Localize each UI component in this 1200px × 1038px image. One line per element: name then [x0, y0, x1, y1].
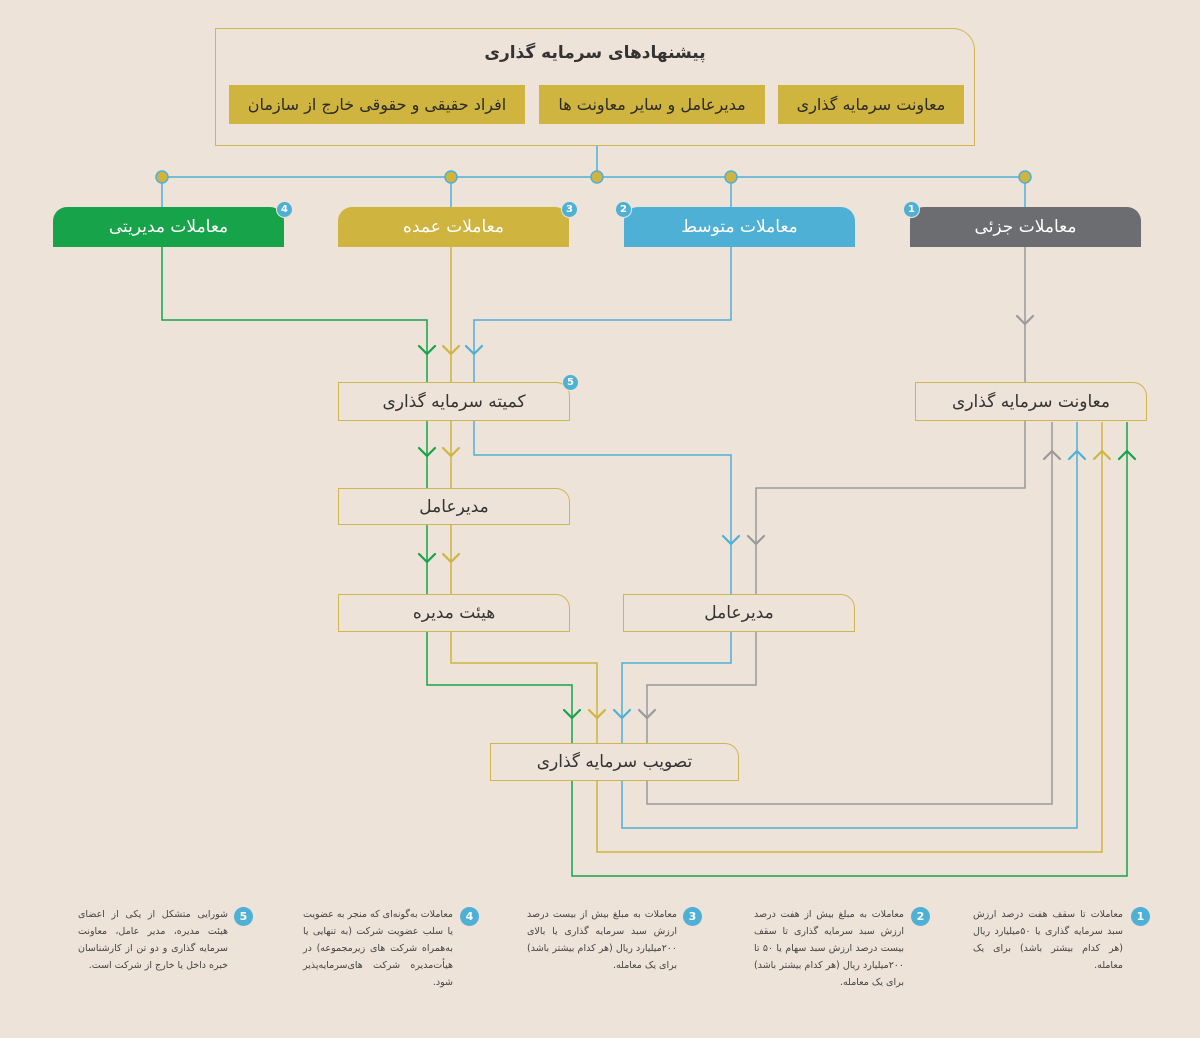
node-ceo-right: مدیرعامل [623, 594, 855, 632]
junction-dot [590, 170, 604, 184]
footnote-4: معاملات به‌گونه‌ای که منجر به عضویت یا س… [303, 909, 453, 988]
note-badge: 3 [683, 907, 702, 926]
node-ceo-left: مدیرعامل [338, 488, 570, 525]
node-label: معاونت سرمایه گذاری [952, 391, 1110, 412]
category-badge: 1 [903, 201, 920, 218]
proposals-header: پیشنهادهای سرمایه گذاری معاونت سرمایه گذ… [215, 28, 975, 146]
proposal-ceo-deputies: مدیرعامل و سایر معاونت ها [539, 85, 765, 124]
committee-badge: 5 [562, 374, 579, 391]
junction-dot [155, 170, 169, 184]
junction-dots [155, 170, 1032, 184]
category-badge: 2 [615, 201, 632, 218]
node-investment-deputy: معاونت سرمایه گذاری [915, 382, 1147, 421]
proposal-investment-deputy: معاونت سرمایه گذاری [778, 85, 964, 124]
footnote-3: معاملات به مبلغ بیش از بیست درصد ارزش سب… [527, 909, 677, 971]
note-badge: 5 [234, 907, 253, 926]
note-badge: 4 [460, 907, 479, 926]
footnote-1: معاملات تا سقف هفت درصد ارزش سبد سرمایه … [973, 909, 1123, 971]
category-managerial: معاملات مدیریتی [53, 207, 284, 247]
junction-dot [724, 170, 738, 184]
node-investment-approval: تصویب سرمایه گذاری [490, 743, 739, 781]
category-medium: معاملات متوسط [624, 207, 855, 247]
note-badge: 2 [911, 907, 930, 926]
category-badge: 3 [561, 201, 578, 218]
junction-dot [1018, 170, 1032, 184]
header-title: پیشنهادهای سرمایه گذاری [484, 43, 706, 63]
category-minor: معاملات جزئی [910, 207, 1141, 247]
category-major: معاملات عمده [338, 207, 569, 247]
node-investment-committee: کمیته سرمایه گذاری [338, 382, 570, 421]
junction-dot [444, 170, 458, 184]
node-label: مدیرعامل [419, 496, 489, 517]
node-label: کمیته سرمایه گذاری [382, 391, 526, 412]
node-label: تصویب سرمایه گذاری [536, 752, 693, 772]
note-badge: 1 [1131, 907, 1150, 926]
proposal-external-persons: افراد حقیقی و حقوقی خارج از سازمان [229, 85, 525, 124]
footnote-2: معاملات به مبلغ بیش از هفت درصد ارزش سبد… [754, 909, 905, 988]
footnote-5: شورایی متشکل از یکی از اعضای هیئت مدیره،… [78, 909, 228, 971]
node-label: مدیرعامل [704, 603, 774, 623]
node-label: هیئت مدیره [412, 603, 496, 623]
node-board: هیئت مدیره [338, 594, 570, 632]
category-badge: 4 [276, 201, 293, 218]
